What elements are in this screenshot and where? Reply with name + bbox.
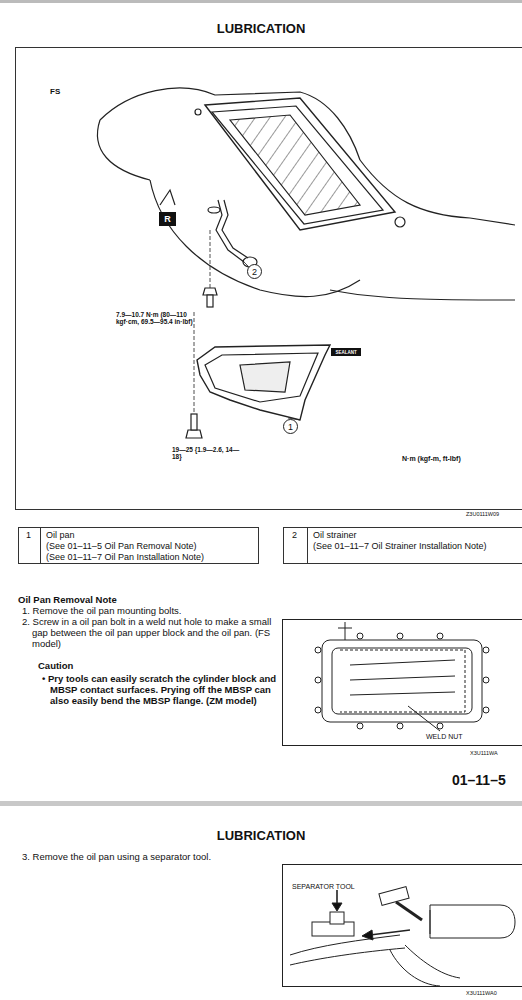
callout-number: 2 [247, 264, 262, 279]
node-text: 2 [252, 267, 257, 277]
caution-text: • Pry tools can easily scratch the cylin… [42, 674, 282, 707]
torque-spec: 19—25 {1.9—2.6, 14—18} [172, 446, 244, 461]
unit-note: N·m (kgf-m, ft-lbf) [402, 455, 461, 463]
node-text: 1 [288, 422, 293, 432]
figure-id: Z3U0111W09 [466, 511, 499, 517]
step-text: 2. Screw in a oil pan bolt in a weld nut… [22, 617, 282, 650]
table-cell: (See 01–11–7 Oil Pan Installation Note) [46, 552, 204, 562]
model-code: FS [50, 87, 60, 96]
torque-spec: 7.9—10.7 N·m (80—110 kgf·cm, 69.5—95.4 i… [116, 311, 198, 326]
step-text: 3. Remove the oil pan using a separator … [22, 852, 211, 863]
caution-heading: Caution [38, 661, 73, 672]
part-label: SEPARATOR TOOL [292, 883, 355, 891]
table-cell: Oil strainer [313, 530, 357, 540]
step-text: 1. Remove the oil pan mounting bolts. [22, 606, 282, 617]
part-label: WELD NUT [426, 733, 463, 741]
section-heading: Oil Pan Removal Note [18, 595, 117, 606]
fastener-marker: R [159, 212, 176, 226]
page-header: LUBRICATION [0, 829, 522, 844]
callout-number: 1 [283, 419, 298, 434]
table-cell: Oil pan [46, 530, 75, 540]
table-cell: (See 01–11–7 Oil Strainer Installation N… [313, 541, 486, 551]
page-header: LUBRICATION [0, 22, 522, 37]
table-cell: (See 01–11–5 Oil Pan Removal Note) [46, 541, 196, 551]
node-text: SEALANT [335, 350, 356, 355]
figure-id: X3U111WA [470, 750, 498, 756]
page-number: 01–11–5 [452, 772, 506, 788]
sealant-tag: SEALANT [331, 348, 361, 356]
table-cell: 2 [292, 530, 297, 540]
table-cell: 1 [26, 530, 31, 540]
node-text: R [164, 214, 171, 224]
figure-id: X3U111WA0 [466, 990, 497, 996]
